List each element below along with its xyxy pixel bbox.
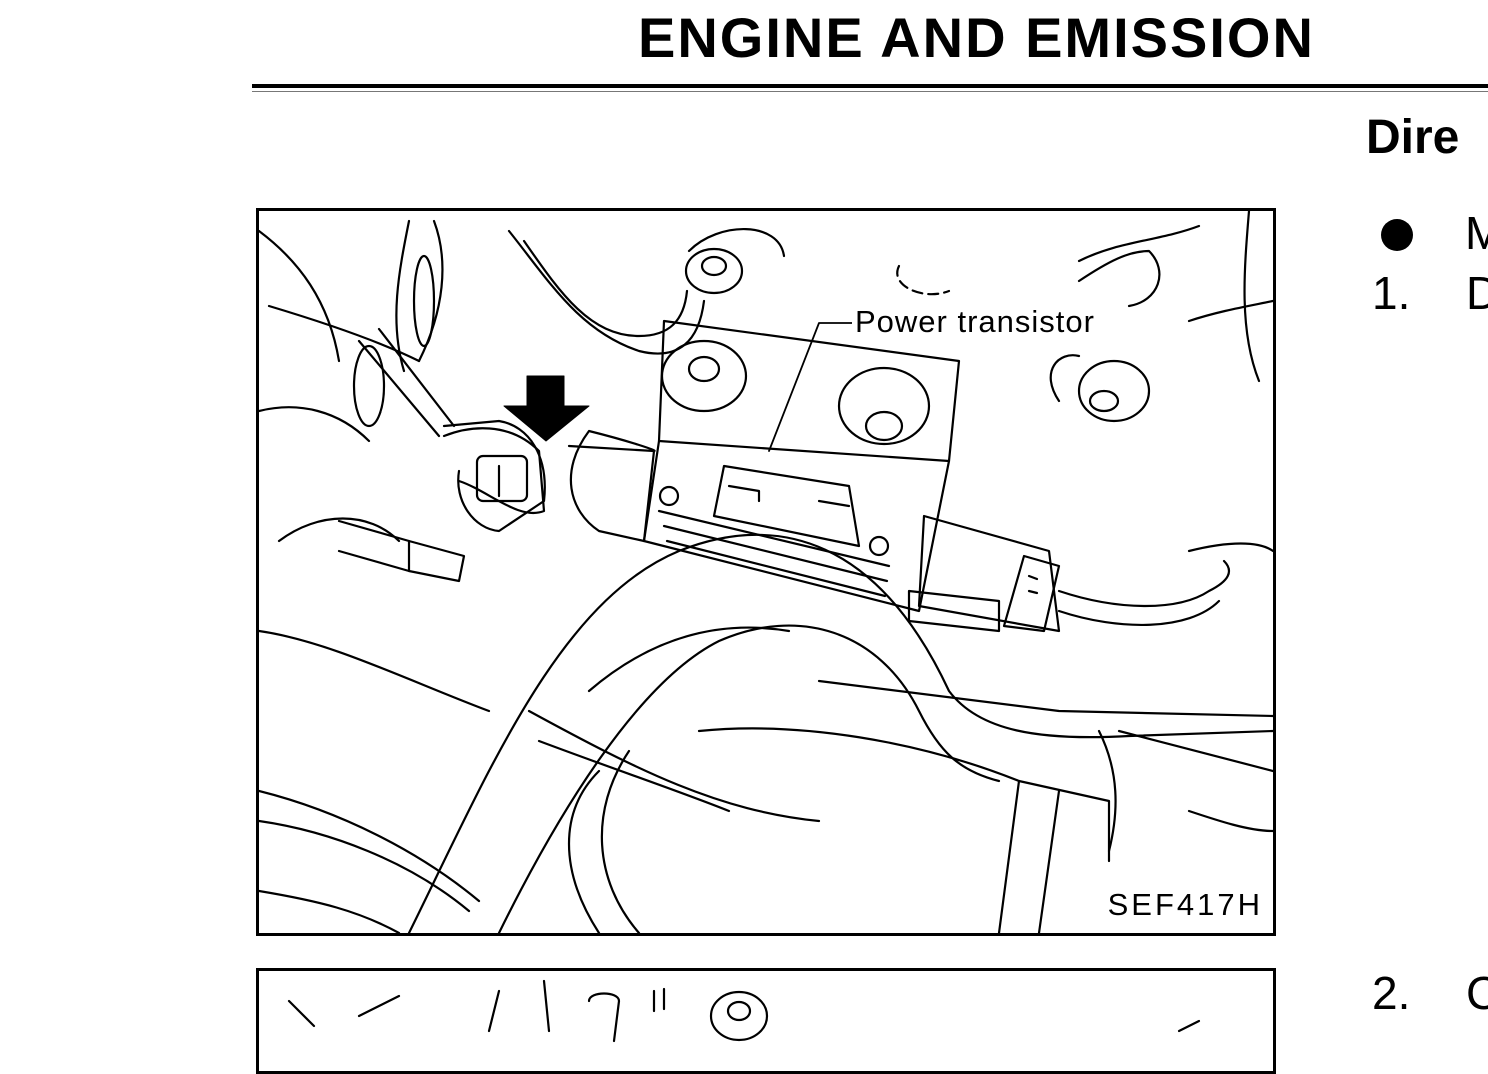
figure-power-transistor: Power transistor SEF417H (256, 208, 1276, 936)
bullet-dot-icon (1381, 219, 1413, 251)
section-heading: Dire (1366, 111, 1460, 164)
step-number: 1. (1372, 267, 1411, 319)
page-title: ENGINE AND EMISSION (638, 6, 1315, 69)
callout-power-transistor: Power transistor (852, 304, 1098, 340)
step-item-1: 1. D (1372, 265, 1488, 321)
figure-2-partial (256, 968, 1276, 1074)
step-number: 2. (1372, 967, 1411, 1019)
step-item-2: 2. C (1372, 965, 1488, 1021)
engine-illustration (259, 211, 1273, 933)
bullet-text: M (1465, 207, 1488, 259)
down-arrow-icon (503, 375, 590, 442)
step-text: D (1466, 267, 1488, 319)
engine-illustration-2 (287, 979, 1201, 1043)
title-rule-thin (252, 91, 1488, 92)
title-rule (252, 84, 1488, 88)
bullet-item: M (1378, 205, 1488, 261)
figure-code: SEF417H (1104, 887, 1266, 923)
step-text: C (1466, 967, 1488, 1019)
